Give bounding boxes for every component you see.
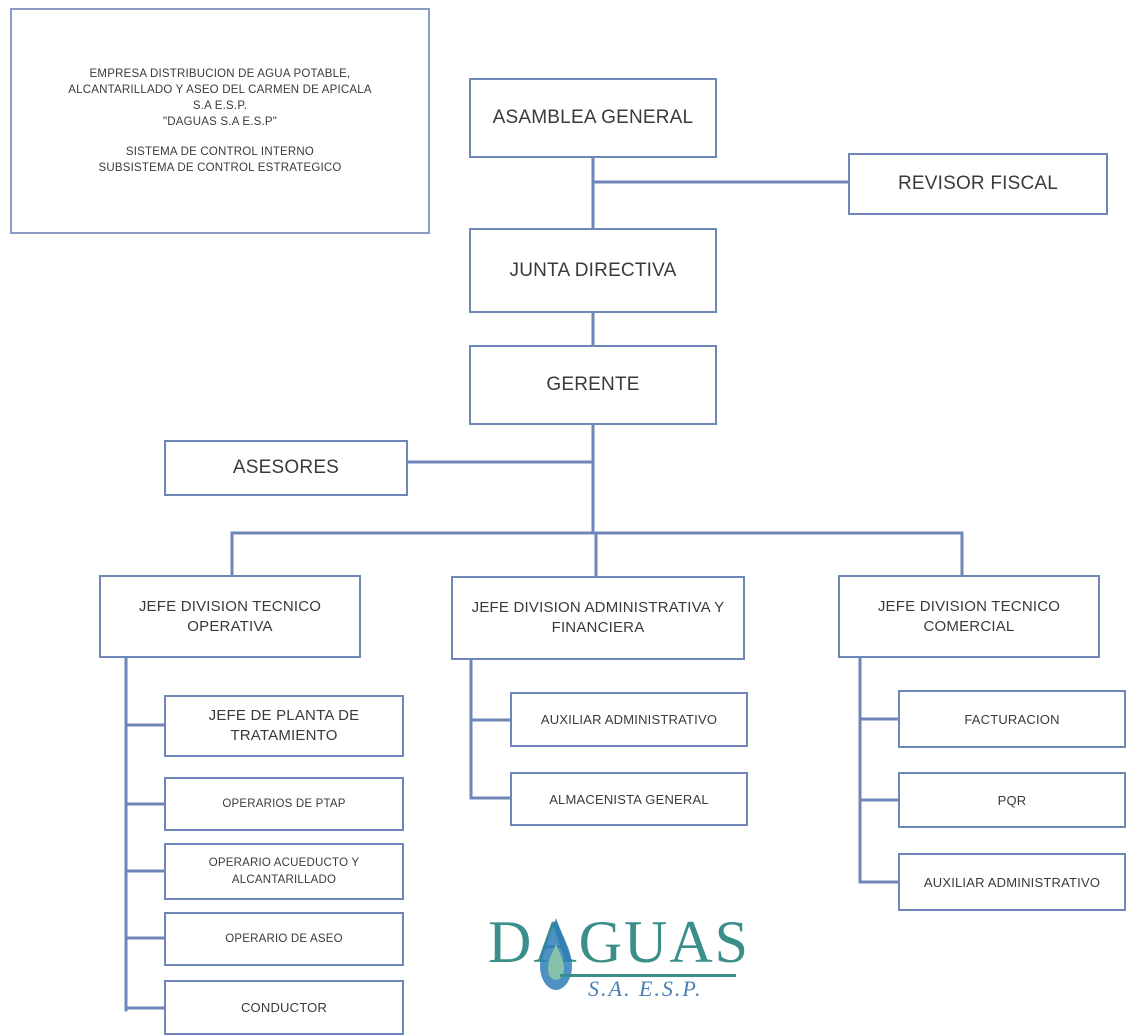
node-label: ASESORES: [232, 457, 340, 478]
node-junta-directiva: JUNTA DIRECTIVA: [469, 228, 717, 313]
node-label: ASAMBLEA GENERAL: [492, 107, 694, 128]
node-label: JUNTA DIRECTIVA: [509, 259, 677, 281]
node-label-line-1: JEFE DIVISION TECNICO: [877, 597, 1061, 615]
node-label-line-2: FINANCIERA: [551, 619, 645, 636]
node-label-line-2: OPERATIVA: [187, 617, 273, 635]
system-name: SISTEMA DE CONTROL INTERNO: [125, 146, 315, 158]
node-operario-acueducto-alcantarillado: OPERARIO ACUEDUCTO Y ALCANTARILLADO: [164, 843, 404, 900]
node-label: FACTURACION: [964, 711, 1060, 727]
node-label-line-2: TRATAMIENTO: [230, 727, 338, 744]
node-label: OPERARIO DE ASEO: [225, 932, 343, 945]
node-label-line-1: JEFE DIVISION TECNICO: [138, 597, 322, 615]
node-label-line-1: JEFE DE PLANTA DE: [208, 707, 360, 724]
node-label: PQR: [997, 792, 1027, 808]
node-label: REVISOR FISCAL: [897, 173, 1059, 194]
node-label: ALMACENISTA GENERAL: [549, 791, 709, 807]
node-jefe-division-tecnico-operativa: JEFE DIVISION TECNICO OPERATIVA: [99, 575, 361, 658]
logo-wordmark: DAGUAS: [488, 909, 751, 975]
node-label-line-2: ALCANTARILLADO: [231, 873, 337, 886]
node-label-line-1: OPERARIO ACUEDUCTO Y: [208, 856, 360, 869]
node-operarios-ptap: OPERARIOS DE PTAP: [164, 777, 404, 831]
water-drop-icon: [540, 918, 572, 990]
logo-underline: [560, 974, 736, 977]
node-conductor: CONDUCTOR: [164, 980, 404, 1035]
node-jefe-division-administrativa-financiera: JEFE DIVISION ADMINISTRATIVA Y FINANCIER…: [451, 576, 745, 660]
node-label-line-1: JEFE DIVISION ADMINISTRATIVA Y: [471, 599, 725, 616]
node-label: AUXILIAR ADMINISTRATIVO: [540, 712, 718, 727]
node-pqr: PQR: [898, 772, 1126, 828]
company-name-line-1: EMPRESA DISTRIBUCION DE AGUA POTABLE,: [89, 68, 351, 80]
node-label: AUXILIAR ADMINISTRATIVO: [923, 874, 1101, 890]
node-jefe-planta-tratamiento: JEFE DE PLANTA DE TRATAMIENTO: [164, 695, 404, 757]
company-short-name: "DAGUAS S.A E.S.P": [162, 116, 278, 128]
node-label: GERENTE: [546, 374, 640, 395]
company-info-box: EMPRESA DISTRIBUCION DE AGUA POTABLE, AL…: [10, 8, 430, 234]
node-auxiliar-administrativo-admin: AUXILIAR ADMINISTRATIVO: [510, 692, 748, 747]
node-almacenista-general: ALMACENISTA GENERAL: [510, 772, 748, 826]
node-label: CONDUCTOR: [240, 1000, 328, 1015]
subsystem-name: SUBSISTEMA DE CONTROL ESTRATEGICO: [98, 162, 342, 174]
node-gerente: GERENTE: [469, 345, 717, 425]
node-operario-aseo: OPERARIO DE ASEO: [164, 912, 404, 966]
node-jefe-division-tecnico-comercial: JEFE DIVISION TECNICO COMERCIAL: [838, 575, 1100, 658]
node-label: OPERARIOS DE PTAP: [222, 797, 346, 810]
node-label-line-2: COMERCIAL: [923, 617, 1015, 635]
node-revisor-fiscal: REVISOR FISCAL: [848, 153, 1108, 215]
daguas-logo: DAGUAS S.A. E.S.P.: [488, 912, 748, 1028]
company-name-line-2: ALCANTARILLADO Y ASEO DEL CARMEN DE APIC…: [68, 84, 372, 96]
company-type: S.A E.S.P.: [192, 100, 248, 112]
node-asamblea-general: ASAMBLEA GENERAL: [469, 78, 717, 158]
logo-suffix: S.A. E.S.P.: [588, 976, 703, 1001]
node-auxiliar-administrativo-comercial: AUXILIAR ADMINISTRATIVO: [898, 853, 1126, 911]
node-asesores: ASESORES: [164, 440, 408, 496]
node-facturacion: FACTURACION: [898, 690, 1126, 748]
